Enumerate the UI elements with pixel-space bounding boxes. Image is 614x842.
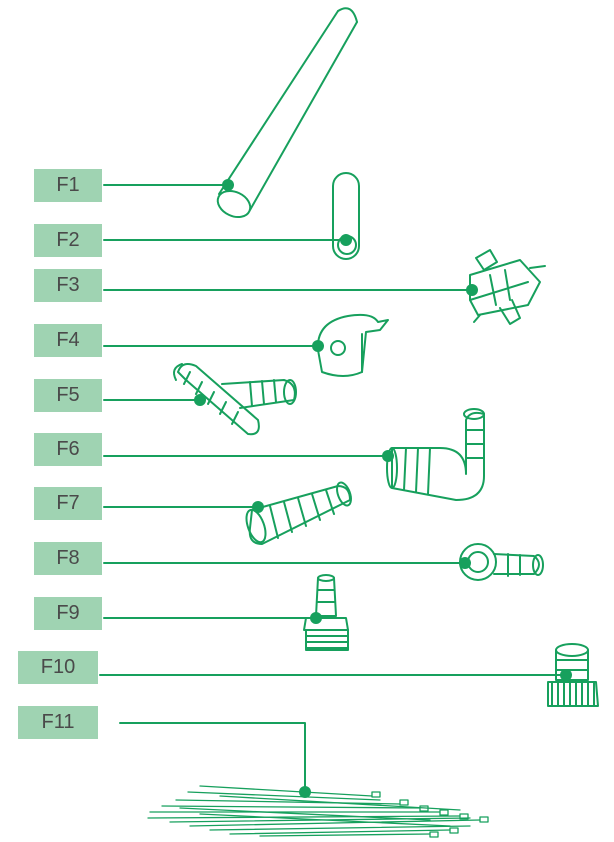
leader-dot-f10 xyxy=(560,669,572,681)
leader-dot-f5 xyxy=(194,394,206,406)
label-f4: F4 xyxy=(34,324,102,357)
valve-key-icon xyxy=(316,313,389,377)
straight-connector-icon xyxy=(245,481,352,545)
leader-dot-f1 xyxy=(222,179,234,191)
leader-dot-f9 xyxy=(310,612,322,624)
label-f7: F7 xyxy=(34,487,102,520)
cable-ties-icon xyxy=(147,785,489,838)
label-f11: F11 xyxy=(18,706,98,739)
label-f8: F8 xyxy=(34,542,102,575)
short-tube-icon xyxy=(332,172,360,260)
threaded-barb-adapter-icon xyxy=(303,574,349,651)
elbow-connector-icon xyxy=(386,408,485,501)
label-f2: F2 xyxy=(34,224,102,257)
label-f9: F9 xyxy=(34,597,102,630)
leader-dot-f4 xyxy=(312,340,324,352)
label-f6: F6 xyxy=(34,433,102,466)
label-f10: F10 xyxy=(18,651,98,684)
label-f5: F5 xyxy=(34,379,102,412)
filter-connector-icon xyxy=(469,249,546,325)
leader-line-f11 xyxy=(119,722,306,793)
leader-dot-f11 xyxy=(299,786,311,798)
hose-adapter-icon xyxy=(547,643,599,707)
leader-dot-f3 xyxy=(466,284,478,296)
leader-dot-f6 xyxy=(382,450,394,462)
leader-dot-f7 xyxy=(252,501,264,513)
ring-barb-connector-icon xyxy=(459,543,544,581)
leader-dot-f2 xyxy=(340,234,352,246)
tube-icon xyxy=(216,7,358,219)
leader-dot-f8 xyxy=(459,557,471,569)
label-f3: F3 xyxy=(34,269,102,302)
label-f1: F1 xyxy=(34,169,102,202)
tee-connector-icon xyxy=(173,363,297,436)
